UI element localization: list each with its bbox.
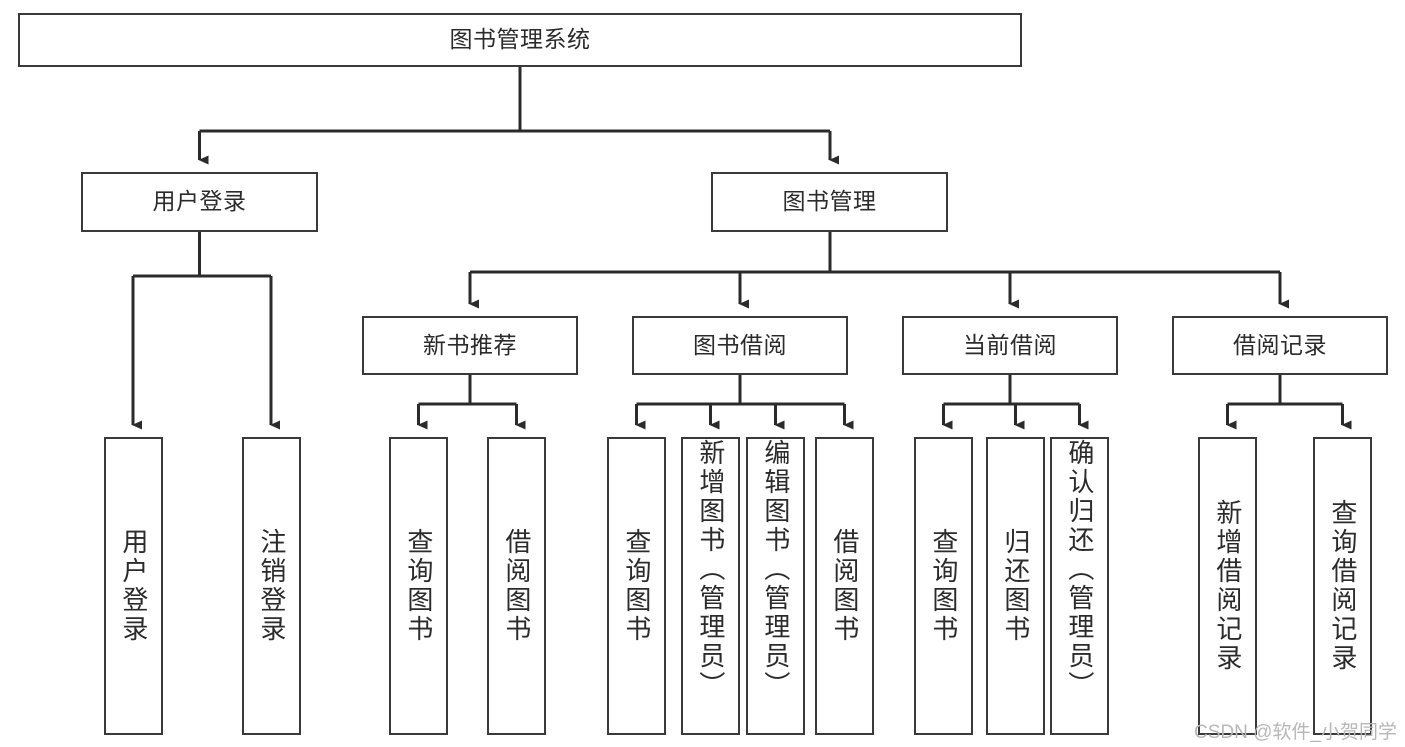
node-label: 借阅图书 bbox=[501, 528, 532, 644]
node-label: 借阅图书 bbox=[829, 528, 860, 644]
csdn-watermark: CSDN @软件_小贺同学 bbox=[1194, 722, 1397, 743]
node-label: 查询图书 bbox=[403, 528, 434, 644]
leaf-return-books[interactable]: 归还图书 bbox=[986, 437, 1045, 735]
leaf-borrow-books[interactable]: 借阅图书 bbox=[815, 437, 874, 735]
node-label: 新书推荐 bbox=[423, 331, 517, 358]
node-book-borrowing[interactable]: 图书借阅 bbox=[632, 316, 848, 375]
node-label: 当前借阅 bbox=[963, 331, 1057, 358]
node-label: 确认归还（管理员） bbox=[1064, 439, 1095, 700]
node-label: 用户登录 bbox=[118, 528, 149, 644]
node-new-book-recommendation[interactable]: 新书推荐 bbox=[362, 316, 578, 375]
leaf-search-books-borrow[interactable]: 查询图书 bbox=[607, 437, 666, 735]
node-borrow-records[interactable]: 借阅记录 bbox=[1172, 316, 1388, 375]
node-label: 查询借阅记录 bbox=[1327, 499, 1358, 673]
node-label: 注销登录 bbox=[256, 528, 287, 644]
leaf-confirm-return-admin[interactable]: 确认归还（管理员） bbox=[1050, 437, 1109, 735]
node-current-borrowing[interactable]: 当前借阅 bbox=[902, 316, 1118, 375]
node-label: 查询图书 bbox=[621, 528, 652, 644]
node-root-book-management-system[interactable]: 图书管理系统 bbox=[18, 13, 1022, 67]
node-label: 归还图书 bbox=[1000, 528, 1031, 644]
leaf-search-borrow-record[interactable]: 查询借阅记录 bbox=[1313, 437, 1372, 735]
node-label: 图书管理系统 bbox=[449, 26, 591, 53]
node-label: 图书管理 bbox=[782, 188, 877, 215]
node-book-management[interactable]: 图书管理 bbox=[711, 172, 948, 232]
leaf-edit-book-admin[interactable]: 编辑图书（管理员） bbox=[746, 437, 805, 735]
leaf-user-login[interactable]: 用户登录 bbox=[104, 437, 163, 735]
node-user-login[interactable]: 用户登录 bbox=[81, 172, 318, 232]
leaf-add-borrow-record[interactable]: 新增借阅记录 bbox=[1198, 437, 1257, 735]
node-label: 查询图书 bbox=[928, 528, 959, 644]
node-label: 新增图书（管理员） bbox=[695, 439, 726, 700]
leaf-user-logout[interactable]: 注销登录 bbox=[242, 437, 301, 735]
leaf-search-books-newbook[interactable]: 查询图书 bbox=[389, 437, 448, 735]
node-label: 借阅记录 bbox=[1233, 331, 1327, 358]
node-label: 用户登录 bbox=[152, 188, 247, 215]
node-label: 图书借阅 bbox=[693, 331, 787, 358]
node-label: 新增借阅记录 bbox=[1212, 499, 1243, 673]
node-label: 编辑图书（管理员） bbox=[760, 439, 791, 700]
leaf-add-book-admin[interactable]: 新增图书（管理员） bbox=[681, 437, 740, 735]
leaf-borrow-books-newbook[interactable]: 借阅图书 bbox=[487, 437, 546, 735]
leaf-search-books-current[interactable]: 查询图书 bbox=[914, 437, 973, 735]
